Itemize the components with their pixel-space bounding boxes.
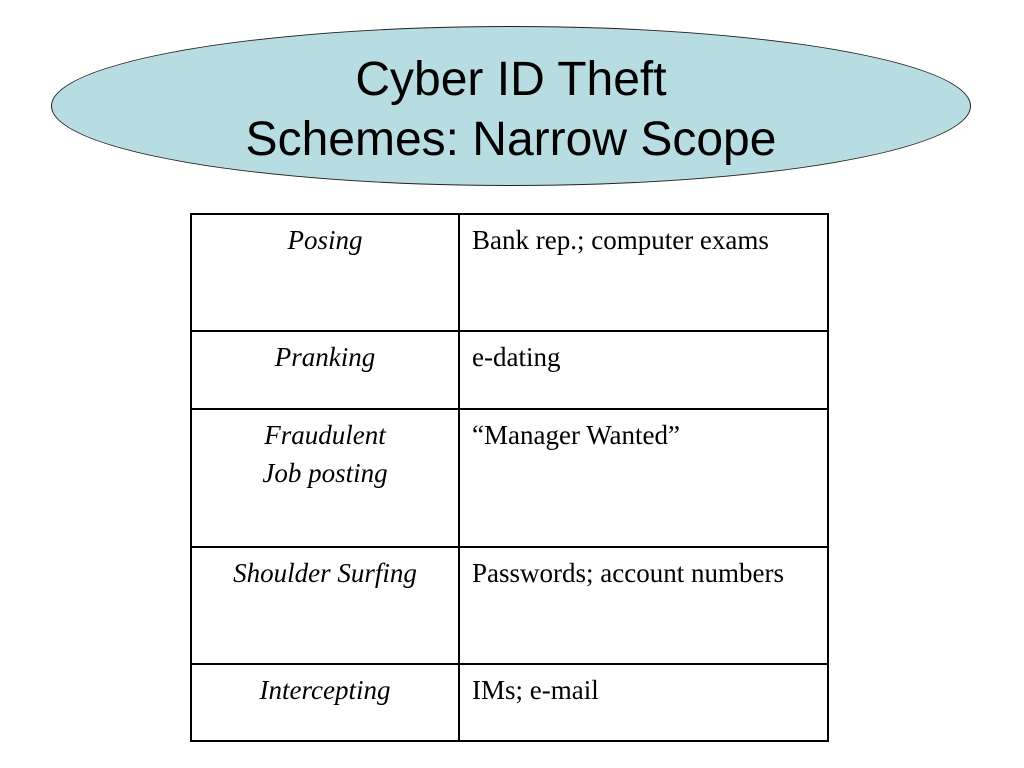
- title-ellipse: [51, 26, 971, 186]
- slide-title: Cyber ID Theft Schemes: Narrow Scope: [51, 50, 971, 170]
- example-cell: Passwords; account numbers: [458, 546, 829, 665]
- scheme-cell: Pranking: [190, 330, 460, 410]
- scheme-cell: Shoulder Surfing: [190, 546, 460, 665]
- table-row: Pranking e-dating: [190, 330, 829, 410]
- scheme-cell: Intercepting: [190, 663, 460, 742]
- table-row: Shoulder Surfing Passwords; account numb…: [190, 546, 829, 665]
- table-row: Fraudulent Job posting “Manager Wanted”: [190, 408, 829, 548]
- slide-title-line-2: Schemes: Narrow Scope: [245, 113, 777, 166]
- example-cell: “Manager Wanted”: [458, 408, 829, 548]
- example-cell: Bank rep.; computer exams: [458, 213, 829, 332]
- slide-title-line-1: Cyber ID Theft: [355, 53, 667, 106]
- schemes-table: Posing Bank rep.; computer exams Prankin…: [190, 213, 829, 742]
- example-cell: IMs; e-mail: [458, 663, 829, 742]
- table-row: Posing Bank rep.; computer exams: [190, 213, 829, 332]
- scheme-cell: Posing: [190, 213, 460, 332]
- table-row: Intercepting IMs; e-mail: [190, 663, 829, 742]
- example-cell: e-dating: [458, 330, 829, 410]
- scheme-cell: Fraudulent Job posting: [190, 408, 460, 548]
